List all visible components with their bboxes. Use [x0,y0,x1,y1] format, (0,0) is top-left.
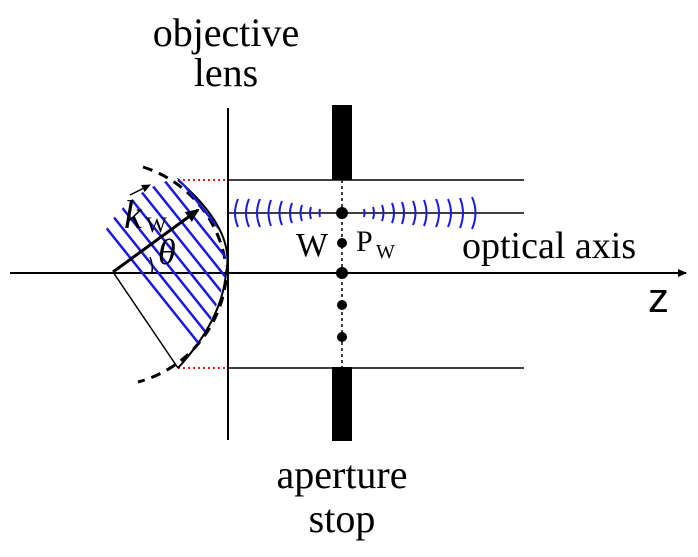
pw-label-sub: W [376,241,395,263]
point-lower-2 [337,332,347,342]
pw-label: P W [356,225,395,263]
point-lower-1 [337,300,347,310]
point-w [337,238,347,248]
kw-label-main: k [124,192,143,237]
reference-sphere-arc [137,165,228,384]
optical-axis-label: optical axis [462,225,636,267]
w-label: W [296,227,329,264]
aperture-stop-upper-block [332,105,352,180]
point-pw [336,207,348,219]
lens-sphere-arc [177,179,229,369]
objective-lens-label-line1: objective [153,10,300,55]
objective-lens-label-line2: lens [194,50,258,95]
theta-arc [149,256,154,273]
plane-wavefronts [94,178,227,370]
point-axis [336,267,348,279]
focal-wavefronts [234,196,477,230]
aperture-stop-lower-block [332,367,352,441]
aperture-stop-label-line2: stop [309,496,376,541]
kw-arrow [112,208,200,274]
z-axis-label: z [648,274,669,321]
aux-arrow [129,184,151,196]
kw-label: k W [124,192,167,237]
theta-label: θ [158,232,176,272]
pw-label-main: P [356,225,373,258]
aperture-stop-label-line1: aperture [276,452,407,497]
kw-label-sub: W [146,212,167,237]
aux-line [112,271,179,369]
